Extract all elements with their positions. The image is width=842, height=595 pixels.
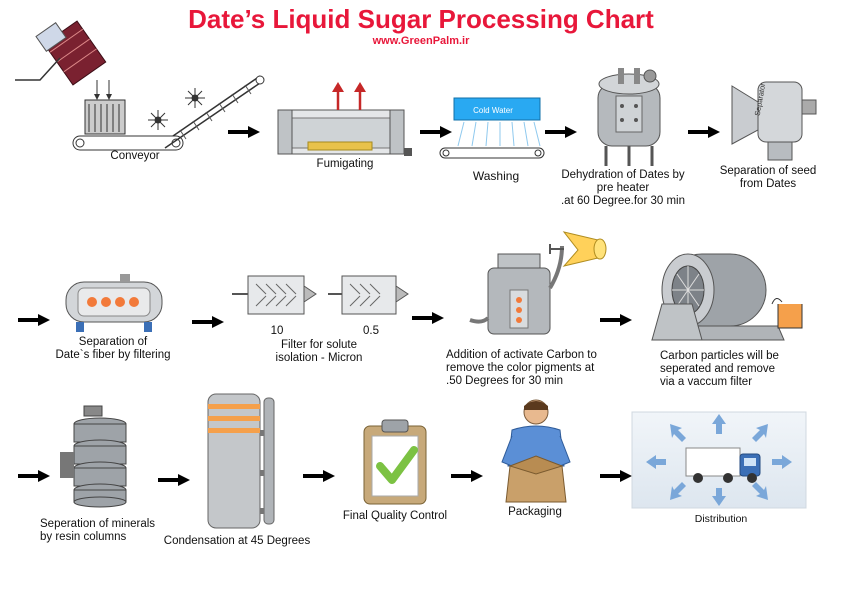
page-title: Date’s Liquid Sugar Processing Chart: [188, 4, 654, 34]
step-label-quality-control: Final Quality Control: [342, 510, 448, 522]
vacuum-filter-illustration: [651, 253, 803, 341]
washing-illustration: [439, 97, 545, 159]
sprayer-icon: [148, 88, 205, 130]
packaging-worker-illustration: [501, 399, 571, 503]
distribution-illustration: [631, 411, 807, 509]
flow-arrow: [600, 470, 632, 482]
flow-arrow: [412, 312, 444, 324]
step-label-dehydration: Dehydration of Dates by pre heater .at 6…: [560, 169, 685, 207]
step-label-activated-carbon: Addition of activate Carbon to remove th…: [446, 349, 597, 387]
fiber-filter-illustration: [65, 274, 163, 332]
flow-arrow: [18, 470, 50, 482]
fumigation-chamber-illustration: [277, 82, 412, 156]
condenser-column-illustration: [207, 393, 275, 529]
micron-value-10: 10: [270, 325, 284, 337]
flow-arrow: [303, 470, 335, 482]
step-label-micron-filter: Filter for solute isolation - Micron: [275, 339, 363, 364]
flow-arrow: [420, 126, 452, 138]
website-link[interactable]: www.GreenPalm.ir: [372, 35, 470, 47]
cold-water-tank-label: Cold Water: [473, 106, 513, 115]
hopper-icon: [84, 80, 126, 135]
quality-control-clipboard-icon: [363, 419, 427, 505]
truck-bin-icon: [35, 20, 107, 86]
flow-arrow: [600, 314, 632, 326]
pre-heater-tank-illustration: [597, 68, 661, 166]
flow-arrow: [18, 314, 50, 326]
step-label-vacuum-filter: Carbon particles will be seperated and r…: [660, 350, 779, 388]
step-label-seed-separation: Separation of seed from Dates: [719, 165, 817, 190]
flow-arrow: [545, 126, 577, 138]
step-label-washing: Washing: [472, 169, 520, 183]
resin-columns-illustration: [60, 405, 127, 508]
activated-carbon-tank-illustration: [469, 231, 607, 335]
step-label-conveyor: Conveyor: [110, 150, 160, 162]
step-label-packaging: Packaging: [508, 506, 562, 518]
flow-arrow: [228, 126, 260, 138]
flow-arrow: [688, 126, 720, 138]
checkmark-icon: [376, 446, 418, 484]
step-label-fiber-separation: Separation of Date`s fiber by filtering: [55, 336, 171, 361]
flow-arrow: [158, 474, 190, 486]
step-label-distribution: Distribution: [694, 513, 748, 525]
seed-separator-illustration: [731, 81, 817, 161]
micron-filter-10-icon: [232, 275, 317, 315]
step-label-fumigating: Fumigating: [316, 158, 374, 170]
direction-arrows-icon: [646, 414, 792, 506]
delivery-truck-icon: [685, 447, 761, 483]
flow-arrow: [192, 316, 224, 328]
flow-arrow: [451, 470, 483, 482]
micron-value-0-5: 0.5: [363, 325, 379, 337]
conveyor-illustration: [15, 20, 265, 151]
micron-filters-illustration: [232, 275, 409, 315]
step-label-condensation: Condensation at 45 Degrees: [163, 535, 311, 547]
micron-filter-0-5-icon: [328, 275, 409, 315]
step-label-resin-columns: Seperation of minerals by resin columns: [40, 518, 156, 543]
